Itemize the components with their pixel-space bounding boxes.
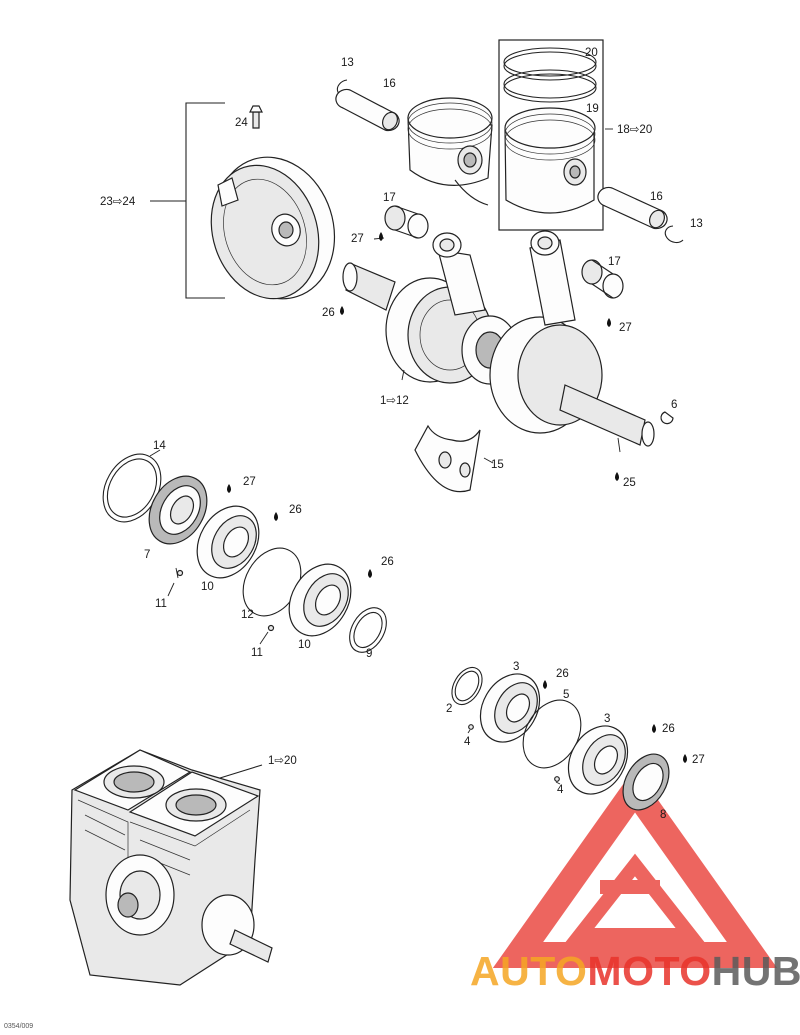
callout-13a: 13 <box>341 57 354 69</box>
watermark-triangle-logo <box>492 767 778 968</box>
flywheel-group <box>150 102 336 300</box>
pin-11-a <box>176 569 184 577</box>
ring-9 <box>349 607 387 653</box>
callout-18-20: 18⇨20 <box>617 124 652 136</box>
figure-code: 0354/009 <box>4 1023 33 1030</box>
piston-rings-19-20 <box>503 47 597 103</box>
bearing-3-b <box>567 725 629 795</box>
pin-4-a <box>468 724 474 730</box>
callout-3b: 3 <box>604 713 610 725</box>
crankshaft-assembly <box>342 205 674 493</box>
drop-icon <box>227 484 231 493</box>
callout-17b: 17 <box>608 256 621 268</box>
lubricant-drop-icons <box>227 232 687 763</box>
callout-11b: 11 <box>251 647 263 659</box>
callout-27a: 27 <box>351 233 364 245</box>
callout-3a: 3 <box>513 661 519 673</box>
woodruff-key-6 <box>660 411 674 425</box>
drop-icon <box>379 232 383 241</box>
watermark-brand-text: AUTOMOTOHUB <box>470 948 800 994</box>
callout-16a: 16 <box>383 78 396 90</box>
callout-2: 2 <box>446 703 452 715</box>
callout-27c: 27 <box>243 476 256 488</box>
brand-part-auto: AUTO <box>470 948 587 994</box>
connecting-rod-left <box>432 232 486 316</box>
pin-11-b <box>267 624 275 632</box>
drop-icon <box>340 306 344 315</box>
pin-4-b <box>554 776 560 782</box>
retainer-15 <box>414 424 481 493</box>
brand-part-hub: HUB <box>712 948 800 994</box>
piston-kit-box <box>498 39 604 231</box>
callout-26a: 26 <box>322 307 335 319</box>
bearing-3-a <box>479 673 541 743</box>
callout-24: 24 <box>235 117 248 129</box>
callout-10b: 10 <box>298 639 311 651</box>
callout-11a: 11 <box>155 598 167 610</box>
callout-5: 5 <box>563 689 569 701</box>
wrist-pin-16-right <box>597 186 668 230</box>
drop-icon <box>615 472 619 481</box>
flywheel-24-bolt <box>249 105 263 129</box>
callout-1-12: 1⇨12 <box>380 395 409 407</box>
wrist-pin-16-left <box>335 88 400 132</box>
callout-26b: 26 <box>289 504 302 516</box>
callout-20: 20 <box>585 47 598 59</box>
flywheel-23 <box>210 156 336 300</box>
piston-left <box>407 97 493 206</box>
drop-icon <box>368 569 372 578</box>
callout-26c: 26 <box>381 556 394 568</box>
bearing-stack-left <box>102 453 387 653</box>
engine-block-illustration <box>69 749 273 986</box>
callout-27d: 27 <box>692 754 705 766</box>
piston-group <box>335 39 684 244</box>
callout-25: 25 <box>623 477 636 489</box>
ring-2 <box>451 666 483 706</box>
callout-17a: 17 <box>383 192 396 204</box>
bearing-10-a <box>196 505 260 579</box>
callout-26e: 26 <box>662 723 675 735</box>
circlip-13-right <box>664 225 684 244</box>
needle-bearing-17-left <box>384 205 429 239</box>
callout-26d: 26 <box>556 668 569 680</box>
callout-10a: 10 <box>201 581 214 593</box>
drop-icon <box>652 724 656 733</box>
piston-right-18 <box>504 107 596 214</box>
callout-12: 12 <box>241 609 254 621</box>
callout-15: 15 <box>491 459 504 471</box>
callout-16b: 16 <box>650 191 663 203</box>
needle-bearing-17-right <box>581 259 624 299</box>
callout-14: 14 <box>153 440 166 452</box>
seal-7 <box>148 475 208 545</box>
callout-23-24: 23⇨24 <box>100 196 136 208</box>
svg-text:AUTOMOTOHUB: AUTOMOTOHUB <box>470 948 800 994</box>
callout-6: 6 <box>671 399 677 411</box>
bearing-stack-right <box>451 666 670 811</box>
callout-13b: 13 <box>690 218 703 230</box>
leader-lines <box>149 128 621 785</box>
callout-labels: 13 16 20 19 18⇨20 24 23⇨24 17 27 16 13 1… <box>100 47 705 821</box>
drop-icon <box>683 754 687 763</box>
bearing-10-b <box>288 563 352 637</box>
callout-7: 7 <box>144 549 150 561</box>
connecting-rod-right <box>529 230 576 326</box>
callout-8: 8 <box>660 809 666 821</box>
callout-19: 19 <box>586 103 599 115</box>
callout-9: 9 <box>366 648 372 660</box>
drop-icon <box>543 680 547 689</box>
callout-4a: 4 <box>464 736 471 748</box>
drop-icon <box>607 318 611 327</box>
callout-27b: 27 <box>619 322 632 334</box>
callout-4b: 4 <box>557 784 564 796</box>
drop-icon <box>274 512 278 521</box>
callout-1-20: 1⇨20 <box>268 755 297 767</box>
brand-part-moto: MOTO <box>587 948 711 994</box>
seal-8 <box>622 753 670 811</box>
